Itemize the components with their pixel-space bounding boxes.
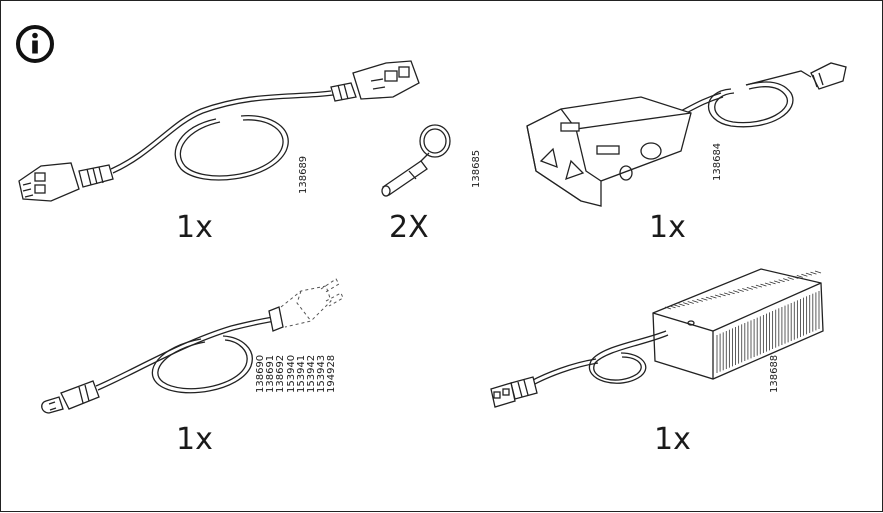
- quantity-label: 1x: [176, 422, 213, 457]
- quantity-label: 1x: [654, 422, 691, 457]
- quantity-label: 2X: [389, 210, 429, 245]
- quantity-label: 1x: [649, 210, 686, 245]
- part-number: 138688: [769, 354, 780, 393]
- info-icon: [16, 25, 54, 63]
- quantity-label: 1x: [176, 210, 213, 245]
